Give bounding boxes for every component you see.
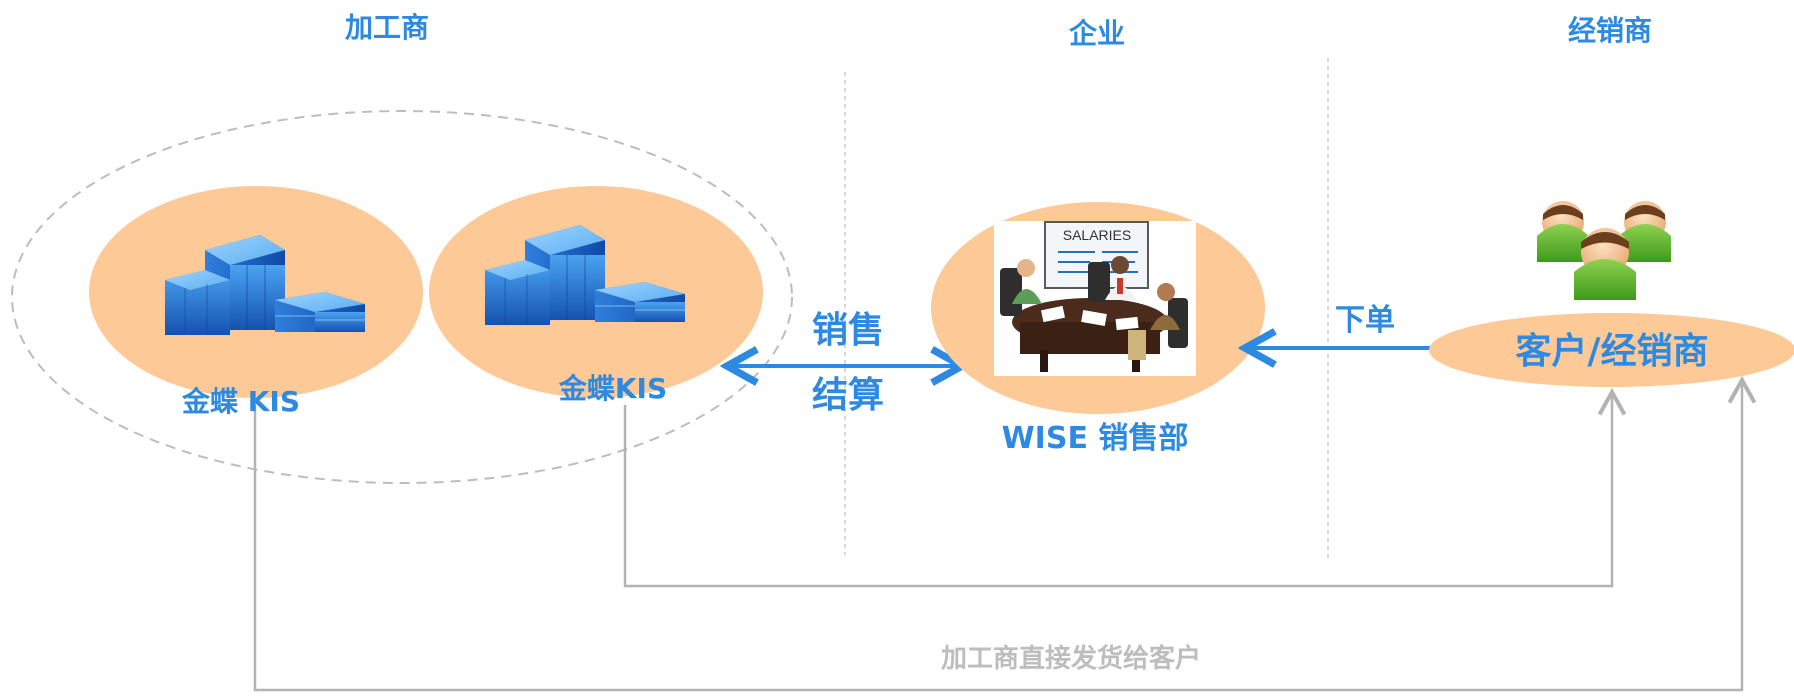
header-processor: 加工商 — [345, 11, 429, 44]
ship-route-kis2-to-customer — [623, 387, 1627, 588]
meeting-clipart-icon: SALARIES — [994, 221, 1196, 376]
node-wise-sales[interactable]: SALARIES — [931, 202, 1265, 456]
processor-group-outline — [11, 110, 793, 484]
ship-route-kis1-to-customer — [253, 375, 1757, 692]
settlement-label: 结算 — [812, 375, 884, 416]
sales-label: 销售 — [812, 310, 884, 351]
wise-label: WISE 销售部 — [1002, 421, 1189, 456]
header-enterprise: 企业 — [1069, 17, 1125, 50]
customer-ellipse — [1429, 313, 1794, 387]
salaries-sign: SALARIES — [1063, 227, 1131, 243]
people-group-icon — [1537, 201, 1671, 300]
node-customer-dealer[interactable]: 客户/经销商 — [1429, 201, 1794, 387]
header-dealer: 经销商 — [1568, 14, 1652, 47]
order-label: 下单 — [1335, 303, 1395, 338]
node-kis-1[interactable]: 金蝶 KIS — [89, 186, 423, 418]
ship-route-label: 加工商直接发货给客户 — [941, 643, 1201, 674]
kis2-label: 金蝶KIS — [558, 372, 667, 405]
kis1-label: 金蝶 KIS — [181, 385, 300, 418]
node-kis-2[interactable]: 金蝶KIS — [429, 186, 763, 405]
customer-label: 客户/经销商 — [1515, 331, 1708, 372]
